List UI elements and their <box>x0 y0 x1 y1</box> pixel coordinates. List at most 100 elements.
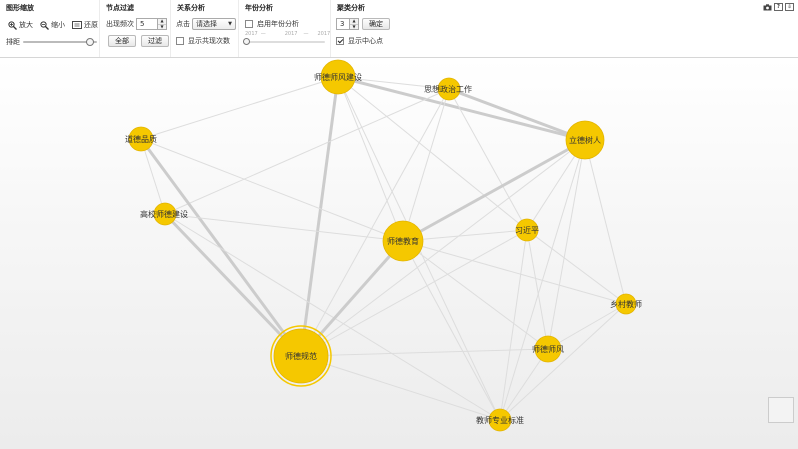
year-slider[interactable] <box>243 38 325 46</box>
enable-year-label: 启用年份分析 <box>257 20 299 28</box>
overview-box[interactable] <box>768 397 794 423</box>
node-label: 教师专业标准 <box>476 415 524 425</box>
cluster-input[interactable]: 3 <box>336 18 350 30</box>
node-circle[interactable] <box>615 293 637 315</box>
edge-n9-n10 <box>300 348 549 357</box>
zoom-group-title: 图形缩放 <box>6 4 34 12</box>
corner-icons: ? ⇩ <box>763 3 794 11</box>
edge-n4-n6 <box>140 138 404 242</box>
edge-n7-n11 <box>499 229 528 421</box>
help-icon[interactable]: ? <box>774 3 783 11</box>
edge-n10-n11 <box>499 348 549 421</box>
node-circle[interactable] <box>273 328 329 384</box>
relation-group: 关系分析 点击 请选择 ▼ 显示共现次数 <box>171 0 239 57</box>
show-count-checkbox[interactable] <box>176 37 184 45</box>
edge-n5-n6 <box>164 213 404 242</box>
graph-node[interactable]: 师德教育 <box>382 220 424 262</box>
graph-canvas[interactable]: 师德师风建设思想政治工作立德树人 道德品质高校师德建设师德教育 习近平乡村教师师德规… <box>0 58 798 449</box>
edge-n8-n11 <box>499 303 627 421</box>
show-center-checkbox[interactable] <box>336 37 344 45</box>
edge-n3-n8 <box>584 139 627 305</box>
zoom-in-icon <box>8 20 17 30</box>
node-circle[interactable] <box>128 126 154 152</box>
stepper-down-icon[interactable]: ▼ <box>350 23 358 29</box>
reset-button[interactable]: 还原 <box>72 20 98 30</box>
filter-button[interactable]: 过滤 <box>141 35 169 47</box>
zoom-out-label: 缩小 <box>51 21 65 29</box>
stepper-down-icon[interactable]: ▼ <box>158 23 166 29</box>
confirm-button[interactable]: 确定 <box>362 18 390 30</box>
zoom-out-icon <box>40 20 49 30</box>
cluster-group: 聚类分析 3 ▲▼ 确定 显示中心点 <box>331 0 403 57</box>
zoom-in-button[interactable]: 放大 <box>8 20 33 30</box>
node-label: 师德师风建设 <box>314 72 362 82</box>
spacing-slider-handle[interactable] <box>85 38 94 46</box>
edge-n1-n3 <box>337 75 586 142</box>
zoom-out-button[interactable]: 缩小 <box>40 20 65 30</box>
graph-node[interactable]: 道德品质 <box>125 126 157 152</box>
year-group: 年份分析 启用年份分析 2017 — 2017 — 2017 <box>239 0 331 57</box>
edge-n6-n7 <box>402 229 528 242</box>
graph-node[interactable]: 立德树人 <box>565 120 605 160</box>
stepper-up-icon[interactable]: ▲ <box>350 19 358 24</box>
freq-stepper[interactable]: ▲▼ <box>158 18 167 30</box>
node-filter-group: 节点过滤 出现频次 5 ▲▼ 全部 过滤 <box>100 0 171 57</box>
edge-n1-n9 <box>299 76 340 357</box>
node-circle[interactable] <box>437 77 461 101</box>
toolbar: 图形缩放 放大 缩小 还原 排距 节点过滤 出现 <box>0 0 798 58</box>
graph-node[interactable]: 师德师风 <box>532 335 564 363</box>
edge-n6-n11 <box>402 240 501 421</box>
camera-icon[interactable] <box>763 3 772 11</box>
node-circle[interactable] <box>534 335 562 363</box>
graph-node[interactable]: 习近平 <box>515 218 539 242</box>
relation-select[interactable]: 请选择 ▼ <box>192 18 236 30</box>
node-label: 乡村教师 <box>610 299 642 309</box>
edge-n4-n9 <box>139 138 303 357</box>
all-button[interactable]: 全部 <box>108 35 136 47</box>
edge-n2-n7 <box>448 88 528 231</box>
graph-node[interactable]: 高校师德建设 <box>140 202 188 226</box>
node-circle[interactable] <box>515 218 539 242</box>
node-label: 师德师风 <box>532 344 564 354</box>
year-slider-handle[interactable] <box>243 38 250 45</box>
edge-n1-n7 <box>337 76 528 231</box>
enable-year-checkbox[interactable] <box>245 20 253 28</box>
graph-node[interactable]: 教师专业标准 <box>476 408 524 432</box>
node-label: 思想政治工作 <box>424 84 472 94</box>
freq-label: 出现频次 <box>106 20 134 28</box>
center-ring <box>270 325 332 387</box>
node-circle[interactable] <box>488 408 512 432</box>
year-start-label: 2017 <box>245 31 258 37</box>
node-circle[interactable] <box>382 220 424 262</box>
graph-node[interactable]: 师德师风建设 <box>314 59 362 95</box>
edge-n2-n6 <box>402 88 450 242</box>
edge-n3-n10 <box>547 139 586 350</box>
graph-node[interactable]: 乡村教师 <box>610 293 642 315</box>
chevron-down-icon: ▼ <box>228 21 232 27</box>
show-center-label: 显示中心点 <box>348 37 383 45</box>
node-circle[interactable] <box>565 120 605 160</box>
node-circle[interactable] <box>320 59 356 95</box>
reset-icon <box>72 21 82 29</box>
graph-node[interactable]: 师德规范 <box>270 325 332 387</box>
edge-n4-n5 <box>140 138 166 215</box>
edge-n9-n11 <box>300 355 501 421</box>
edge-n7-n9 <box>300 229 528 357</box>
node-circle[interactable] <box>153 202 177 226</box>
edge-n3-n9 <box>300 139 586 357</box>
edge-n5-n11 <box>164 213 501 421</box>
year-mid-label: 2017 <box>284 31 298 37</box>
graph-node[interactable]: 思想政治工作 <box>424 77 472 101</box>
edge-n10-n8 <box>547 303 627 350</box>
edge-n3-n6 <box>402 138 586 243</box>
node-label: 习近平 <box>515 225 539 235</box>
stepper-up-icon[interactable]: ▲ <box>158 19 166 24</box>
spacing-slider[interactable] <box>23 38 97 46</box>
edge-n7-n10 <box>526 229 549 350</box>
cluster-stepper[interactable]: ▲▼ <box>350 18 359 30</box>
freq-input[interactable]: 5 <box>136 18 158 30</box>
edge-n1-n6 <box>337 76 404 242</box>
export-icon[interactable]: ⇩ <box>785 3 794 11</box>
